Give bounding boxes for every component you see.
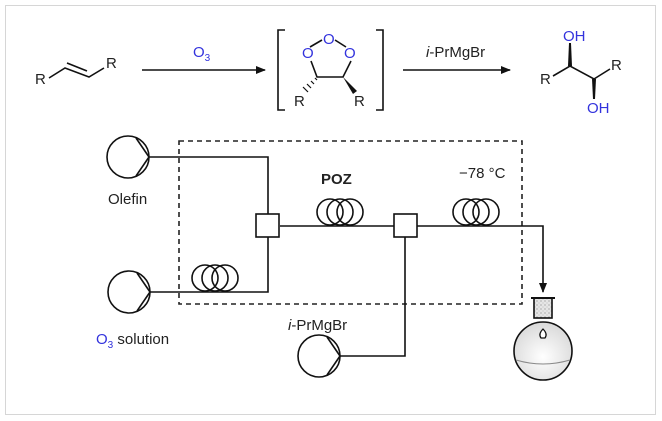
diol-product: R R OH OH xyxy=(540,28,622,117)
poz-label: POZ xyxy=(321,171,352,188)
oxygen-atom: O xyxy=(302,45,314,62)
temperature-label: −78 °C xyxy=(459,165,506,182)
substituent-r: R xyxy=(294,93,305,110)
oxygen-atom: O xyxy=(323,31,335,48)
bold-wedge xyxy=(343,77,357,94)
ring-bonds xyxy=(310,60,352,78)
pump-label-ozone: O3 solution xyxy=(96,331,169,351)
ozone-tubing xyxy=(150,237,269,293)
o-o-bond xyxy=(309,39,323,48)
outlet-tubing xyxy=(417,225,547,293)
t-mixer-1 xyxy=(255,213,280,238)
pump-olefin[interactable] xyxy=(106,135,150,179)
step2-arrow: i-PrMgBr xyxy=(403,44,511,74)
pump-icon xyxy=(297,334,341,378)
pump-icon xyxy=(106,135,150,179)
collection-flask-icon xyxy=(513,297,573,381)
grignard-tubing xyxy=(340,237,406,357)
cooling-bath-region xyxy=(178,140,523,305)
coil-poz xyxy=(316,198,364,226)
substituent-r: R xyxy=(540,71,551,88)
alkene-bond xyxy=(48,67,105,79)
reactant-alkene: R R xyxy=(35,55,117,88)
left-bracket xyxy=(277,29,285,111)
pump-valve xyxy=(135,156,150,177)
pump-grignard[interactable] xyxy=(297,334,341,378)
pump-label-grignard: i-PrMgBr xyxy=(288,317,347,334)
o-o-bond xyxy=(334,39,347,48)
bold-wedge xyxy=(592,79,596,99)
pump-valve xyxy=(136,291,151,312)
double-bond xyxy=(66,62,88,72)
pump-valve xyxy=(326,336,341,357)
coil-ozone-line xyxy=(191,264,239,292)
pump-label-olefin: Olefin xyxy=(108,191,147,208)
substituent-r: R xyxy=(35,71,46,88)
pump-valve xyxy=(135,137,150,158)
pump-valve xyxy=(136,272,151,293)
bold-wedge xyxy=(568,43,572,66)
ozone-reagent: O3 xyxy=(193,44,211,64)
backbone-bond xyxy=(552,65,611,80)
hydroxyl-group: OH xyxy=(563,28,586,45)
pump-icon xyxy=(107,270,151,314)
substituent-r: R xyxy=(611,57,622,74)
primary-ozonide-intermediate: O O O R R xyxy=(277,29,384,111)
step1-arrow: O3 xyxy=(142,44,266,74)
t-mixer-2 xyxy=(393,213,418,238)
pump-valve xyxy=(326,355,341,376)
hydroxyl-group: OH xyxy=(587,100,610,117)
substituent-r: R xyxy=(106,55,117,72)
grignard-reagent: i-PrMgBr xyxy=(426,44,485,61)
substituent-r: R xyxy=(354,93,365,110)
hashed-wedge xyxy=(302,77,318,93)
pump-ozone[interactable] xyxy=(107,270,151,314)
right-bracket xyxy=(376,29,384,111)
coil-grignard xyxy=(452,198,500,226)
olefin-tubing xyxy=(149,156,269,214)
oxygen-atom: O xyxy=(344,45,356,62)
